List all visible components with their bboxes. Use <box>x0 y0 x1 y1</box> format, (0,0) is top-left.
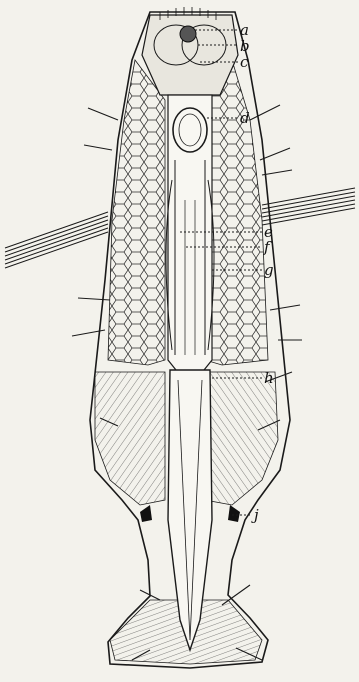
cellular-tissue-left <box>108 60 165 365</box>
central-canal <box>166 95 214 375</box>
label-h: h <box>264 369 274 387</box>
setae-right <box>262 188 355 225</box>
label-c: c <box>240 53 249 71</box>
cellular-tissue-right <box>205 60 268 365</box>
setae-left <box>5 212 108 268</box>
label-d: d <box>240 109 250 127</box>
label-g: g <box>264 261 274 279</box>
muscle-left <box>95 372 165 505</box>
head-region <box>142 7 238 95</box>
